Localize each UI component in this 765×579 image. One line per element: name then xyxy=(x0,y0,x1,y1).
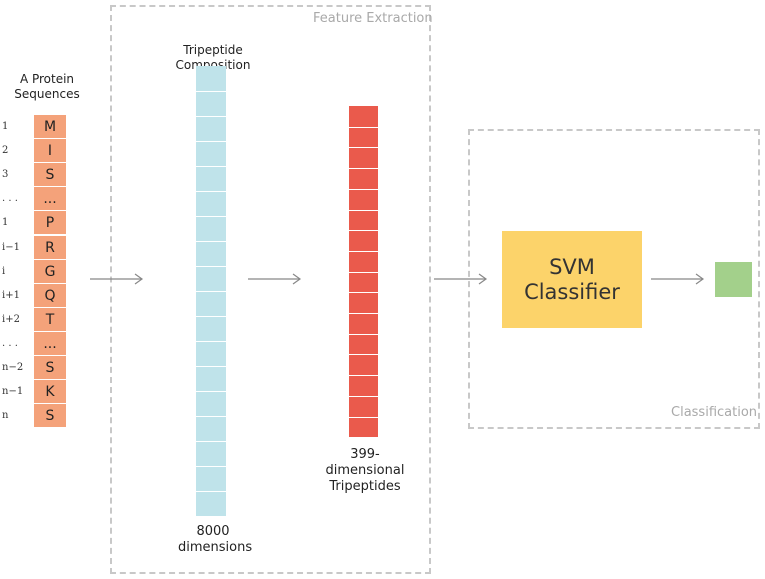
sequence-index: i+2 xyxy=(2,313,20,325)
sequence-index: 2 xyxy=(2,145,9,157)
composition-cell-divider xyxy=(196,316,226,317)
tripeptide-cell-divider xyxy=(349,250,378,252)
protein-label-line2: Sequences xyxy=(14,87,80,101)
sequence-residue: R xyxy=(34,235,66,260)
sequence-residue: M xyxy=(34,115,66,139)
composition-cell-divider xyxy=(196,416,226,417)
arrow-composition-to-tripeptides xyxy=(248,273,302,285)
tripeptide-cell-divider xyxy=(349,333,378,335)
output-square xyxy=(715,262,752,297)
composition-cell-divider xyxy=(196,266,226,267)
composition-cell-divider xyxy=(196,141,226,142)
classification-title: Classification xyxy=(671,405,758,420)
sequence-residue: I xyxy=(34,139,66,164)
tripeptide-cell-divider xyxy=(349,168,378,170)
tripeptide-cell-divider xyxy=(349,354,378,356)
composition-cell-divider xyxy=(196,366,226,367)
tripeptides-line3: Tripeptides xyxy=(329,479,401,494)
sequence-residue: S xyxy=(34,356,66,380)
tripeptides-line1: 399- xyxy=(350,447,380,462)
composition-cell-divider xyxy=(196,466,226,467)
svm-line2: Classifier xyxy=(524,279,620,304)
dimensions-label: 8000 dimensions xyxy=(178,524,253,556)
tripeptide-cell-divider xyxy=(349,292,378,294)
tripeptide-cell-divider xyxy=(349,416,378,418)
tripeptide-cell-divider xyxy=(349,395,378,397)
composition-cell-divider xyxy=(196,441,226,442)
tripeptides-label: 399- dimensional Tripeptides xyxy=(320,447,410,495)
composition-cell-divider xyxy=(196,91,226,92)
tripeptide-cell-divider xyxy=(349,188,378,190)
tripeptide-composition-vector xyxy=(196,66,226,516)
sequence-residue: ... xyxy=(34,187,66,212)
composition-cell-divider xyxy=(196,191,226,192)
sequence-index: n−1 xyxy=(2,386,24,398)
sequence-residue: K xyxy=(34,380,66,405)
composition-cell-divider xyxy=(196,491,226,492)
protein-label-line1: A Protein xyxy=(19,72,75,86)
sequence-index: 3 xyxy=(2,169,9,181)
svm-classifier-box: SVM Classifier xyxy=(502,231,642,328)
arrow-classifier-to-output xyxy=(651,273,705,285)
sequence-residue: S xyxy=(34,404,66,429)
svm-line1: SVM xyxy=(549,254,595,279)
sequence-index: 1 xyxy=(2,121,9,132)
sequence-residue: T xyxy=(34,307,66,332)
sequence-residue: P xyxy=(34,211,66,236)
sequence-index: 1 xyxy=(2,217,9,229)
tripeptide-cell-divider xyxy=(349,375,378,377)
sequence-index: n xyxy=(2,410,9,422)
tripeptide-cell-divider xyxy=(349,209,378,211)
sequence-residue: G xyxy=(34,259,66,284)
sequence-residue: Q xyxy=(34,283,66,308)
sequence-index: i xyxy=(2,265,6,277)
tripeptide-cell-divider xyxy=(349,126,378,128)
tripeptides-line2: dimensional xyxy=(325,463,405,478)
arrow-tripeptides-to-classifier xyxy=(434,273,488,285)
tripeptide-cell-divider xyxy=(349,147,378,149)
tripeptide-cell-divider xyxy=(349,271,378,273)
sequence-index: i−1 xyxy=(2,241,20,253)
arrow-sequence-to-composition xyxy=(90,273,144,285)
tripeptide-cell-divider xyxy=(349,230,378,232)
composition-cell-divider xyxy=(196,291,226,292)
sequence-index: . . . xyxy=(2,337,18,349)
sequence-index: . . . xyxy=(2,193,18,205)
tripeptides-vector xyxy=(349,106,378,437)
protein-sequence-label: A Protein Sequences xyxy=(4,72,90,102)
feature-extraction-box xyxy=(110,5,431,574)
composition-cell-divider xyxy=(196,166,226,167)
composition-cell-divider xyxy=(196,116,226,117)
sequence-index: n−2 xyxy=(2,362,24,373)
sequence-residue: ... xyxy=(34,331,66,356)
sequence-index: i+1 xyxy=(2,289,20,301)
composition-cell-divider xyxy=(196,341,226,342)
tripeptide-composition-label: Tripeptide Composition xyxy=(175,43,251,72)
feature-extraction-title: Feature Extraction xyxy=(313,11,433,26)
composition-cell-divider xyxy=(196,241,226,242)
dimensions-line2: dimensions xyxy=(178,540,253,555)
composition-cell-divider xyxy=(196,391,226,392)
tripeptide-cell-divider xyxy=(349,313,378,314)
composition-cell-divider xyxy=(196,216,226,217)
sequence-residue: S xyxy=(34,163,66,188)
dimensions-line1: 8000 xyxy=(196,524,230,539)
